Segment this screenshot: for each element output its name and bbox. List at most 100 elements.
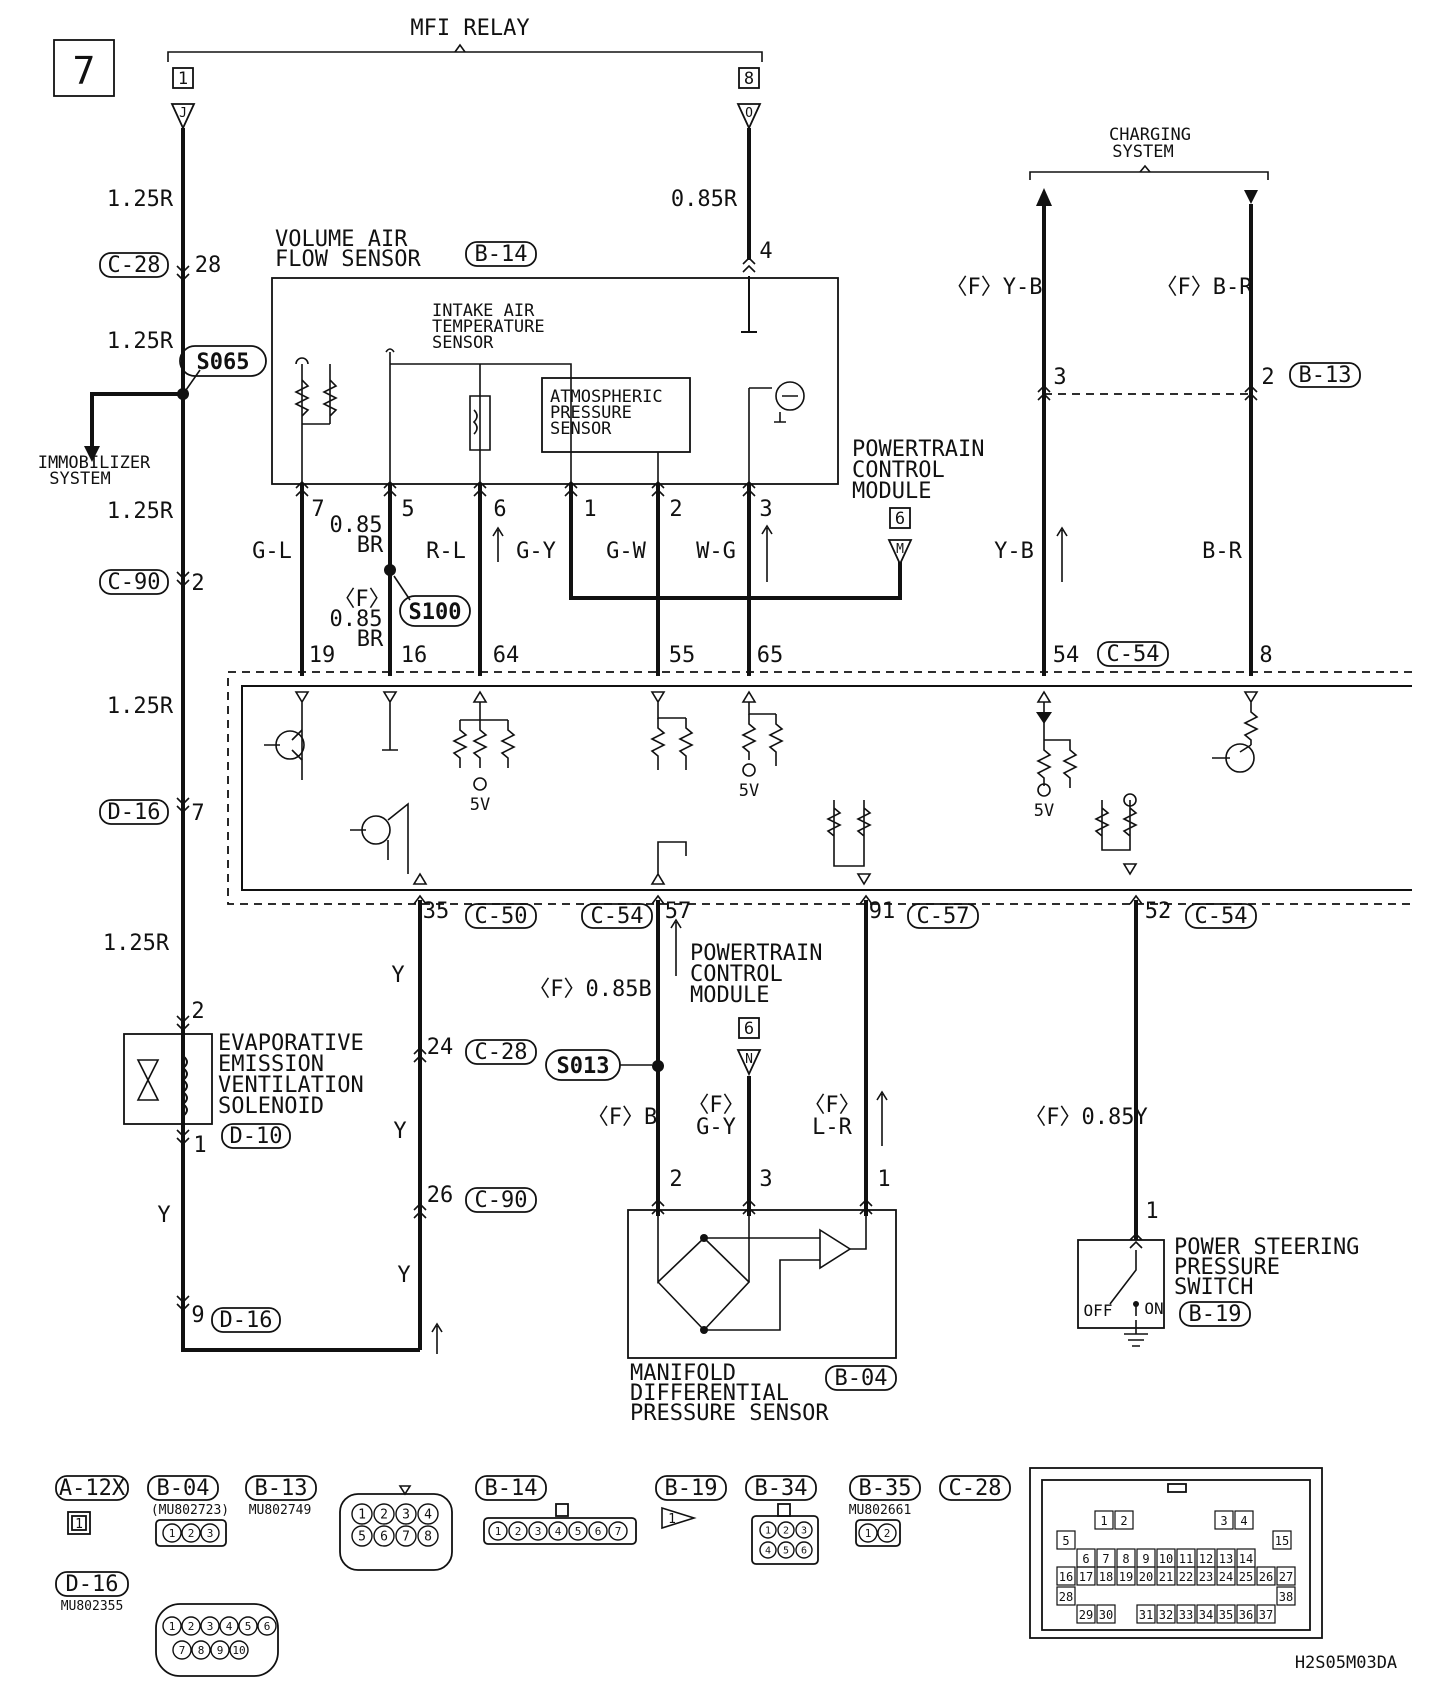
legend-d16: D-16 <box>66 1572 119 1597</box>
legend-d16-part: MU802355 <box>61 1599 124 1614</box>
sheet-number-box: 7 <box>53 39 115 97</box>
charging-system-header: CHARGING SYSTEM <box>1029 125 1269 206</box>
conn-c54-top-label: C-54 <box>1107 642 1160 667</box>
connector-pin-number: 7 <box>402 1530 410 1545</box>
connector-pin-cell <box>1256 1566 1276 1586</box>
connector-pin-number: 10 <box>232 1644 245 1657</box>
vaf-title-1: VOLUME AIR <box>275 227 408 252</box>
pcm-pin-65: 65 <box>757 643 784 668</box>
connector-pin-cell <box>1276 1566 1296 1586</box>
vaf-pin-7: 7 <box>311 497 324 522</box>
connector-pin-number: 15 <box>1275 1534 1289 1548</box>
connector-pin-number: 8 <box>198 1644 205 1657</box>
ps-on: ON <box>1144 1299 1163 1318</box>
charging-title-2: SYSTEM <box>1112 142 1173 162</box>
evap-solenoid: 2 1 EVAPORATIVE EMISSION VENTILATION SOL… <box>123 999 364 1333</box>
connector-pin-cell <box>1094 1510 1114 1530</box>
connector-pin-circle <box>238 1616 258 1636</box>
conn-d16-bottom-label: D-16 <box>220 1308 273 1333</box>
connector-pin-circle <box>181 1616 201 1636</box>
connector-pin-number: 20 <box>1139 1570 1153 1584</box>
map-pin-1: 1 <box>877 1167 890 1192</box>
vaf-pin-1: 1 <box>583 497 596 522</box>
connector-pin-number: 2 <box>1120 1514 1127 1528</box>
connector-pin-circle <box>858 1523 878 1543</box>
wire-label-rl: R-L <box>426 539 466 564</box>
wire-label-fgy-b: G-Y <box>696 1115 736 1140</box>
wire-label-gw: G-W <box>606 539 646 564</box>
connector-pin-circle <box>795 1541 813 1559</box>
pcm-5v-b: 5V <box>739 781 759 801</box>
conn-b04-label: B-04 <box>835 1366 888 1391</box>
connector-pin-number: 2 <box>783 1526 789 1537</box>
wire-label-085r: 0.85R <box>671 187 738 212</box>
connector-pin-number: 5 <box>783 1546 789 1557</box>
wire-label-125r-3: 1.25R <box>107 499 174 524</box>
ps-line-1: POWER STEERING <box>1174 1235 1359 1260</box>
connector-pin-circle <box>191 1640 211 1660</box>
pcm-pin-57: 57 <box>665 899 692 924</box>
wire-label-y-4: Y <box>397 1263 410 1288</box>
connector-pin-cell <box>1236 1604 1256 1624</box>
connector-pin-cell <box>1056 1586 1076 1606</box>
pcm-pin-55: 55 <box>669 643 696 668</box>
connector-pin-circle <box>373 1503 395 1525</box>
immob-line-1: IMMOBILIZER <box>38 453 151 473</box>
pcm-pin-16: 16 <box>401 643 428 668</box>
connector-pin-circle <box>759 1541 777 1559</box>
legend-b04: B-04 <box>157 1476 210 1501</box>
connector-pin-circle <box>200 1616 220 1636</box>
ps-line-3: SWITCH <box>1174 1275 1253 1300</box>
connector-pin-cell <box>1234 1510 1254 1530</box>
connector-pin-circle <box>548 1521 568 1541</box>
wire-label-085-b: 0.85 <box>330 607 383 632</box>
pcm-pin-8: 8 <box>1259 643 1272 668</box>
charging-title-1: CHARGING <box>1109 125 1191 145</box>
wire-label-fb: 〈F〉B <box>587 1105 658 1130</box>
connector-pin-circle <box>588 1521 608 1541</box>
connector-pin-number: 3 <box>1220 1514 1227 1528</box>
vaf-title-2: FLOW SENSOR <box>275 247 421 272</box>
map-line-3: PRESSURE SENSOR <box>630 1401 829 1426</box>
splice-s065: S065 <box>197 350 250 375</box>
baro-line-1: ATMOSPHERIC <box>550 387 663 407</box>
connector-pin-number: 6 <box>264 1620 271 1633</box>
connector-pin-number: 8 <box>1122 1552 1129 1566</box>
pin-pcm-35: 35 <box>423 899 450 924</box>
connector-pin-number: 11 <box>1179 1552 1193 1566</box>
legend-b13-part: MU802749 <box>249 1503 312 1518</box>
conn-b13-label: B-13 <box>1299 363 1352 388</box>
connector-pin-circle <box>759 1521 777 1539</box>
pcm-module: 19 16 64 55 65 54 C-54 8 5V 5V 5V <box>227 641 1412 905</box>
pcm-ref-top: POWERTRAIN CONTROL MODULE 6 M <box>852 437 984 567</box>
connector-pin-number: 32 <box>1159 1608 1173 1622</box>
wire-label-fbr: 〈F〉B-R <box>1156 275 1254 300</box>
vaf-pin-2: 2 <box>669 497 682 522</box>
connector-pin-cell <box>1196 1566 1216 1586</box>
connector-pin-number: 4 <box>555 1525 562 1538</box>
connector-pin-circle <box>219 1616 239 1636</box>
connector-pin-circle <box>257 1616 277 1636</box>
wire-label-125r-4: 1.25R <box>107 694 174 719</box>
connector-pin-cell <box>1136 1566 1156 1586</box>
connector-pin-circle <box>210 1640 230 1660</box>
connector-pin-circle <box>162 1523 182 1543</box>
vaf-pin-3: 3 <box>759 497 772 522</box>
connector-pin-number: 27 <box>1279 1570 1293 1584</box>
relay-conn-o: O <box>745 106 753 121</box>
connector-pin-circle <box>395 1525 417 1547</box>
connector-pin-number: 19 <box>1119 1570 1133 1584</box>
conn-c54-right-label: C-54 <box>1195 904 1248 929</box>
immob-line-2: SYSTEM <box>49 469 110 489</box>
iat-line-2: TEMPERATURE <box>432 317 545 337</box>
connector-pin-number: 6 <box>801 1546 807 1557</box>
connector-pin-number: 23 <box>1199 1570 1213 1584</box>
pcm-bot-pin-6: 6 <box>744 1019 754 1039</box>
connector-pin-number: 8 <box>424 1530 432 1545</box>
wire-label-125r-2: 1.25R <box>107 329 174 354</box>
connector-pin-number: 16 <box>1059 1570 1073 1584</box>
legend-a12x: A-12X <box>59 1476 126 1501</box>
connector-pin-number: 36 <box>1239 1608 1253 1622</box>
relay-conn-j: J <box>179 106 187 121</box>
